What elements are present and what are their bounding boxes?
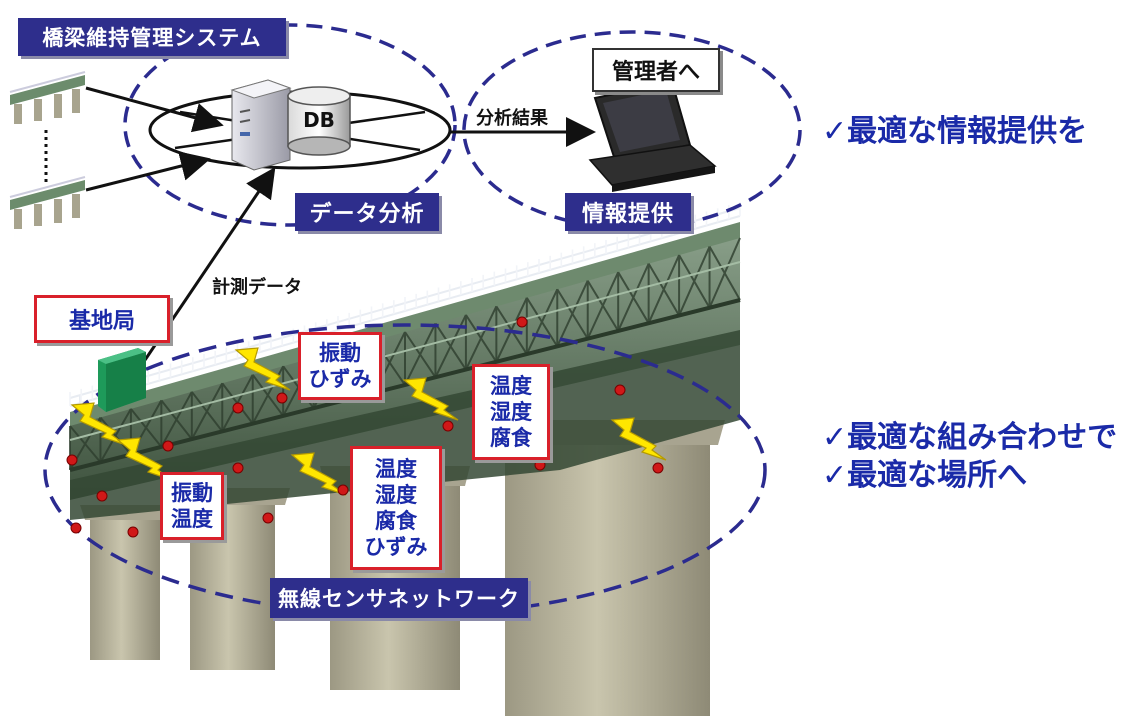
sensor-dot	[96, 490, 108, 502]
system-label: 橋梁維持管理システム	[18, 18, 286, 56]
thumbnail-arrow-bottom	[85, 151, 211, 192]
note-information: ✓最適な情報提供を	[822, 114, 1088, 149]
sensor-dot	[516, 316, 528, 328]
sensor-box-2: 温度 湿度 腐食	[472, 364, 550, 460]
sensor-dot	[162, 440, 174, 452]
sensor-box-3: 振動 温度	[160, 472, 224, 540]
sensor-box-4-line-1: 温度	[375, 457, 417, 481]
base-station-icon	[98, 348, 146, 412]
sensor-dot	[534, 459, 546, 471]
system-ellipse	[123, 23, 457, 227]
sensor-dots	[66, 316, 664, 538]
database-icon	[287, 86, 351, 156]
sensor-dot	[66, 454, 78, 466]
base-station-label: 基地局	[34, 295, 170, 343]
laptop-icon	[588, 80, 717, 192]
sensor-box-1-line-1: 振動	[319, 341, 361, 365]
sensor-dot	[337, 484, 349, 496]
sensor-dot	[232, 462, 244, 474]
analysis-result-label: 分析結果	[476, 108, 548, 129]
wsn-ellipse	[43, 323, 767, 617]
info-provide-label: 情報提供	[565, 193, 691, 231]
sensor-box-4-line-4: ひずみ	[364, 535, 428, 559]
lightning-bolt	[610, 417, 667, 461]
lightning-bolt	[290, 452, 347, 496]
sensor-dot	[232, 402, 244, 414]
note-location: ✓最適な場所へ	[822, 458, 1028, 493]
sensor-dot	[652, 462, 664, 474]
server-icon	[230, 79, 292, 171]
lightning-bolt	[402, 377, 459, 421]
admin-label: 管理者へ	[592, 48, 720, 92]
sensor-dot	[262, 512, 274, 524]
measurement-data-label: 計測データ	[212, 277, 302, 298]
bridge-thumbnail-bottom	[9, 176, 86, 229]
sensor-box-2-line-1: 温度	[490, 374, 532, 398]
bridge-thumbnail-top	[9, 71, 86, 124]
sensor-box-1-line-2: ひずみ	[308, 367, 372, 391]
db-label: DB	[303, 108, 335, 132]
sensor-box-4: 温度 湿度 腐食 ひずみ	[350, 446, 442, 570]
sensor-box-4-line-2: 湿度	[375, 483, 417, 507]
note-combination: ✓最適な組み合わせで	[822, 420, 1118, 455]
sensor-box-3-line-2: 温度	[171, 507, 213, 531]
sensor-dot	[614, 384, 626, 396]
sensor-dot	[276, 392, 288, 404]
lightning-bolt	[234, 347, 291, 391]
sensor-box-1: 振動 ひずみ	[298, 332, 382, 400]
sensor-box-4-line-3: 腐食	[375, 509, 417, 533]
sensor-dot	[442, 420, 454, 432]
sensor-box-2-line-2: 湿度	[490, 400, 532, 424]
sensor-box-2-line-3: 腐食	[490, 426, 532, 450]
thumbnail-arrow-top	[85, 86, 224, 133]
wsn-label: 無線センサネットワーク	[270, 578, 528, 618]
data-analysis-label: データ分析	[295, 193, 439, 231]
sensor-box-3-line-1: 振動	[171, 481, 213, 505]
sensor-dot	[127, 526, 139, 538]
lightning-bolts	[70, 347, 667, 496]
sensor-dot	[70, 522, 82, 534]
